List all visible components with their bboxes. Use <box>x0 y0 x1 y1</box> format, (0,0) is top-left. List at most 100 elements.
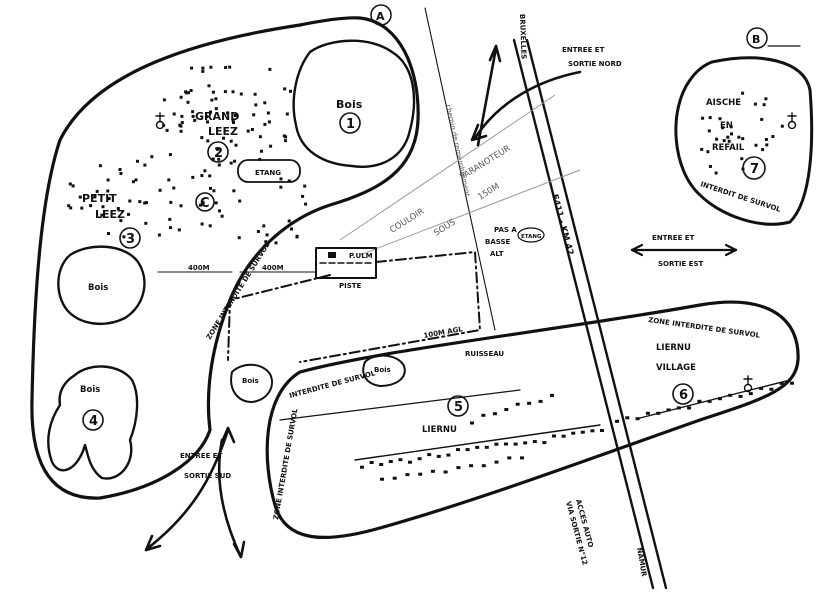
building-dot <box>143 201 147 205</box>
building-dot <box>128 199 132 203</box>
building-dot <box>265 233 269 237</box>
building-dot <box>150 155 154 159</box>
building-dot <box>180 114 184 118</box>
petit-leez-label-2: LEEZ <box>95 208 125 221</box>
building-dot <box>740 157 744 161</box>
building-dot <box>287 179 291 183</box>
arrow-sud-left-head <box>144 534 162 552</box>
building-dot <box>191 110 195 114</box>
entree-est-label-1: ENTREE ET <box>652 234 695 242</box>
building-dot <box>172 112 176 116</box>
building-dot <box>708 165 712 168</box>
interdite-west-label: ZONE INTERDITE DE SURVOL <box>205 241 272 341</box>
building-dot <box>722 139 726 143</box>
building-dot <box>760 117 764 121</box>
building-dot <box>216 147 219 151</box>
building-dot <box>759 386 764 390</box>
building-dot <box>741 91 745 95</box>
marker-2: 2 <box>207 141 229 163</box>
building-dot <box>179 124 183 128</box>
highway-label: E411 - KM 42 <box>549 193 575 256</box>
building-dot <box>590 429 595 433</box>
building-dot <box>730 132 733 136</box>
grand-leez-label-2: LEEZ <box>208 125 238 138</box>
building-dot <box>727 139 731 143</box>
building-dot <box>168 153 172 157</box>
building-dot <box>68 182 72 186</box>
couloir-line-lower <box>359 169 581 256</box>
building-dot <box>515 402 520 406</box>
building-dot <box>119 172 123 175</box>
building-dot <box>118 168 122 171</box>
basse-label-1: PAS A <box>494 226 517 234</box>
building-dot <box>184 90 188 94</box>
interdite-east-label: ZONE INTERDITE DE SURVOL <box>648 316 761 340</box>
building-dot <box>95 189 99 193</box>
building-dot <box>701 116 705 120</box>
liernu-road-east <box>639 379 791 419</box>
aische-label-3: REFAIL <box>712 143 745 153</box>
namur-label: NAMUR <box>635 547 648 578</box>
building-dot <box>600 429 604 432</box>
ulm-circuit <box>227 251 481 363</box>
building-dot <box>252 113 256 117</box>
building-dot <box>726 135 730 139</box>
building-dot <box>217 163 221 167</box>
building-dot <box>206 120 209 124</box>
svg-text:6: 6 <box>679 388 688 403</box>
building-dot <box>687 406 692 410</box>
building-dot <box>260 149 263 153</box>
building-dot <box>100 213 104 217</box>
building-dot <box>379 463 384 466</box>
building-dot <box>127 212 130 216</box>
building-dot <box>761 148 765 152</box>
building-dot <box>369 461 374 464</box>
highway-e411-west <box>512 38 655 590</box>
pulm-marker <box>328 252 336 258</box>
building-dot <box>131 180 135 184</box>
building-dot <box>527 401 532 405</box>
svg-text:Bois: Bois <box>336 98 363 111</box>
building-dot <box>279 177 283 181</box>
building-dot <box>158 188 162 192</box>
building-dot <box>258 157 262 161</box>
building-dot <box>779 381 784 385</box>
interdite-south-label: ZONE INTERDITE DE SURVOL <box>272 407 300 520</box>
building-dot <box>615 419 619 423</box>
couloir-label-2: SOUS <box>432 218 457 239</box>
building-dot <box>201 66 205 70</box>
building-dot <box>388 460 393 463</box>
building-dot <box>116 207 120 210</box>
building-dot <box>263 101 267 105</box>
chemin-line <box>424 7 496 331</box>
building-dot <box>208 224 212 228</box>
building-dot <box>470 421 474 425</box>
piste-label: PISTE <box>339 282 362 290</box>
marker-c: C <box>195 192 215 212</box>
building-dot <box>200 222 204 226</box>
building-dot <box>211 157 215 161</box>
building-dot <box>443 470 448 474</box>
building-dot <box>229 139 233 143</box>
building-dot <box>304 202 308 206</box>
liernu-village-label-2: VILLAGE <box>656 363 696 373</box>
building-dot <box>200 174 204 178</box>
building-dot <box>89 204 93 208</box>
building-dot <box>765 143 769 147</box>
building-dot <box>274 241 278 245</box>
building-dot <box>222 136 225 140</box>
basse-label-2: BASSE <box>485 238 511 246</box>
svg-text:2: 2 <box>214 146 223 161</box>
building-dot <box>676 406 681 410</box>
building-dot <box>392 476 397 480</box>
building-dot <box>571 431 576 435</box>
building-dot <box>145 201 148 205</box>
building-dot <box>417 457 422 461</box>
building-dot <box>762 103 766 107</box>
building-dot <box>295 234 299 238</box>
building-dot <box>301 194 305 198</box>
building-dot <box>717 397 722 401</box>
arrow-nord-up <box>476 46 498 147</box>
chemin-label: chemin de remembrement <box>444 104 471 198</box>
